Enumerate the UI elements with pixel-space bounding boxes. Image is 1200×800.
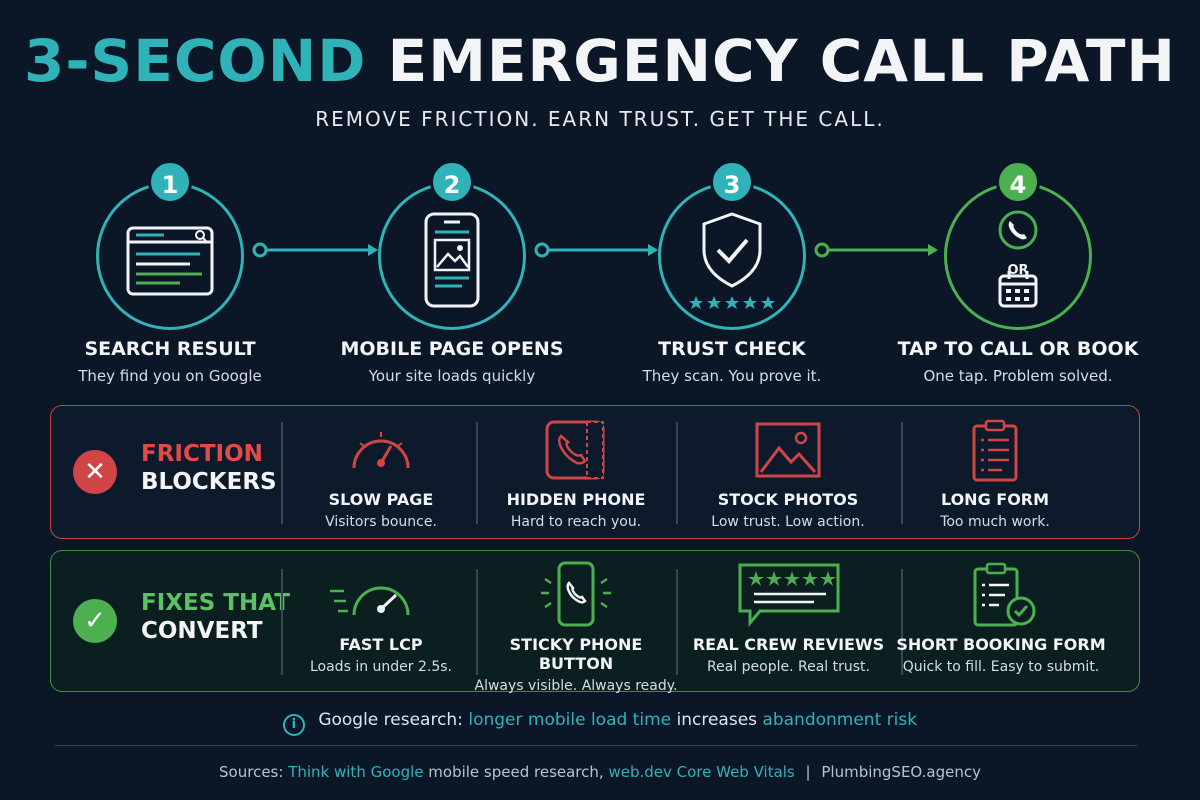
step-subtitle: Your site loads quickly [368,367,536,385]
fix-item-crew-reviews: REAL CREW REVIEWS Real people. Real trus… [681,561,896,675]
item-subtitle: Real people. Real trust. [707,659,870,675]
item-subtitle: Too much work. [940,514,1050,530]
info-icon: i [282,714,305,736]
friction-label: FRICTION BLOCKERS [141,440,277,496]
arrow-right-icon [814,242,938,258]
slow-gauge-icon [352,432,410,469]
arrow-right-icon [252,242,378,258]
sources-separator: | [805,763,811,781]
fixes-label-line2: CONVERT [141,618,263,644]
divider-rule [55,745,1137,746]
item-title: REAL CREW REVIEWS [692,635,885,654]
step-subtitle: They scan. You prove it. [642,367,822,385]
item-title: LONG FORM [940,490,1050,509]
divider [476,569,478,675]
research-middle: increases [676,710,758,730]
check-mark-icon: ✓ [73,599,117,643]
mobile-page-icon [424,212,480,308]
divider [676,422,678,524]
research-prefix: Google research: [318,710,463,730]
step-title: MOBILE PAGE OPENS [340,338,564,360]
review-stars-icon [738,563,839,628]
item-subtitle: Quick to fill. Easy to submit. [902,659,1100,675]
arrow-right-icon [534,242,658,258]
step-number-badge: 4 [996,160,1040,204]
title-rest: EMERGENCY CALL PATH [387,27,1176,95]
step-mobile-page: 2 MOBILE PAGE OPENS Your site loads quic… [340,160,564,390]
item-title: SHORT BOOKING FORM [896,635,1106,654]
friction-item-long-form: LONG FORM Too much work. [895,418,1095,530]
friction-item-stock-photos: STOCK PHOTOS Low trust. Low action. [688,418,888,530]
step-number-badge: 2 [430,160,474,204]
fix-item-booking-form: SHORT BOOKING FORM Quick to fill. Easy t… [891,561,1111,675]
divider [901,569,903,675]
page-title: 3-SECOND EMERGENCY CALL PATH [0,26,1200,96]
item-subtitle: Loads in under 2.5s. [309,659,452,675]
step-trust-check: 3 TRUST CHECK They scan. You prove it. [632,160,832,390]
research-highlight-abandonment: abandonment risk [762,710,918,730]
booking-form-icon [973,562,1036,627]
source-link-web-dev[interactable]: web.dev Core Web Vitals [608,763,795,781]
item-subtitle: Hard to reach you. [510,514,642,530]
step-search-result: 1 SEARCH RESULT They find you on Google [70,160,270,390]
sources-text: mobile speed research, [428,763,604,781]
fixes-label-line1: FIXES THAT [141,590,290,616]
divider [281,569,283,675]
research-note: i Google research: longer mobile load ti… [0,710,1200,736]
item-title: STOCK PHOTOS [717,490,859,509]
agency-name: PlumbingSEO.agency [821,763,981,781]
item-title: STICKY PHONE BUTTON [509,635,643,673]
x-mark-icon: ✕ [73,450,117,494]
search-result-icon [126,226,214,296]
step-number-badge: 1 [148,160,192,204]
divider [476,422,478,524]
friction-blockers-panel: ✕ FRICTION BLOCKERS SLOW PAGE Visitors b… [50,405,1140,539]
sources-prefix: Sources: [219,763,284,781]
fast-gauge-icon [330,586,410,616]
step-subtitle: One tap. Problem solved. [923,367,1113,385]
step-title: SEARCH RESULT [84,338,256,360]
fix-item-fast-lcp: FAST LCP Loads in under 2.5s. [281,563,481,675]
friction-label-line1: FRICTION [141,441,263,467]
divider [676,569,678,675]
step-subtitle: They find you on Google [78,367,262,385]
stock-photo-icon [755,422,821,478]
or-label: OR [1007,263,1029,278]
shield-check-icon [689,212,775,309]
item-subtitle: Low trust. Low action. [711,514,865,530]
sources-line: Sources: Think with Google mobile speed … [0,763,1200,781]
item-subtitle: Visitors bounce. [325,514,437,530]
friction-label-line2: BLOCKERS [141,469,277,495]
fix-item-sticky-phone: STICKY PHONE BUTTON Always visible. Alwa… [471,561,681,694]
friction-item-hidden-phone: HIDDEN PHONE Hard to reach you. [476,418,676,530]
fixes-that-convert-panel: ✓ FIXES THAT CONVERT FAST LCP Loads in u… [50,550,1140,694]
divider [901,422,903,524]
long-form-icon [972,419,1018,482]
item-title: FAST LCP [339,635,423,654]
item-subtitle: Always visible. Always ready. [474,678,678,694]
divider [281,422,283,524]
step-title: TAP TO CALL OR BOOK [897,338,1139,360]
item-title: HIDDEN PHONE [506,490,646,509]
title-accent: 3-SECOND [24,27,367,95]
page-subtitle: REMOVE FRICTION. EARN TRUST. GET THE CAL… [315,107,885,131]
hidden-phone-icon [545,420,605,480]
step-number-badge: 3 [710,160,754,204]
phone-or-calendar-icon [998,210,1038,308]
sticky-phone-icon [541,561,611,627]
item-title: SLOW PAGE [328,490,434,509]
friction-item-slow-page: SLOW PAGE Visitors bounce. [281,418,481,530]
step-tap-to-call: OR 4 TAP TO CALL OR BOOK One tap. Proble… [898,160,1138,390]
fixes-label: FIXES THAT CONVERT [141,589,290,645]
step-title: TRUST CHECK [658,338,806,360]
source-link-think-with-google[interactable]: Think with Google [288,763,424,781]
research-highlight-load-time: longer mobile load time [468,710,672,730]
